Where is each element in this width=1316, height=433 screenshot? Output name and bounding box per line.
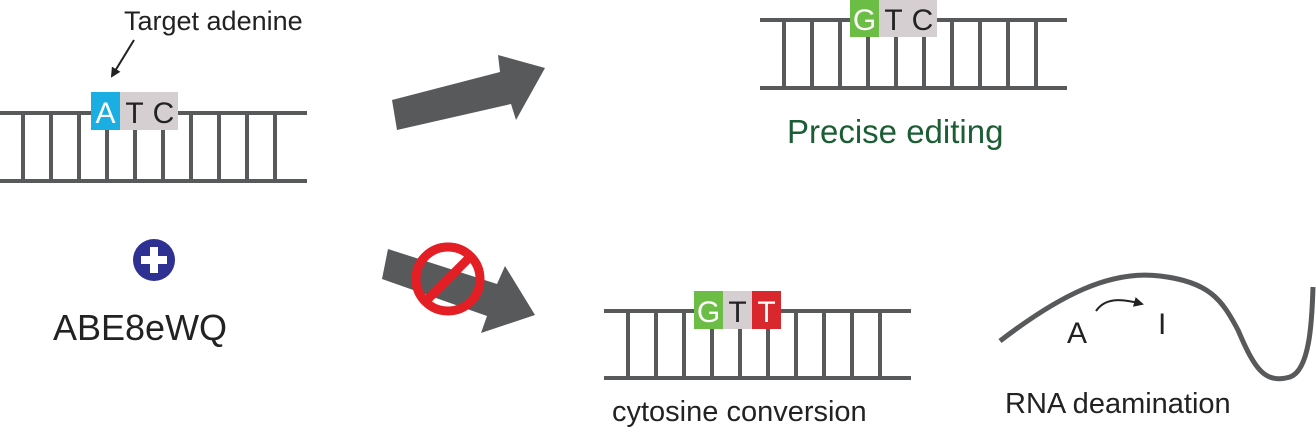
prohibited-icon xyxy=(411,242,485,316)
rna-to-base: I xyxy=(1158,308,1166,341)
base-cell: T xyxy=(879,0,908,37)
base-box xyxy=(908,0,937,37)
bystander-arrow xyxy=(382,249,535,333)
rna-from-base: A xyxy=(1067,317,1087,350)
target-adenine-label: Target adenine xyxy=(124,6,303,36)
base-letter: G xyxy=(697,296,720,329)
base-cell: G xyxy=(850,0,879,37)
base-letter: T xyxy=(728,296,746,329)
precise-arrow xyxy=(392,55,545,130)
base-cell: C xyxy=(908,0,937,37)
base-cell: T xyxy=(752,291,781,329)
base-cell: G xyxy=(694,291,723,329)
base-letter: T xyxy=(884,4,902,37)
base-box xyxy=(752,291,781,329)
rna-deamination-label: RNA deamination xyxy=(1005,388,1231,420)
base-box xyxy=(850,0,879,37)
cytosine-conversion-label: cytosine conversion xyxy=(612,396,867,428)
base-box xyxy=(91,92,120,130)
base-letter: T xyxy=(125,97,143,130)
base-cell: A xyxy=(91,92,120,130)
base-box xyxy=(694,291,723,329)
target-pointer-arrow xyxy=(110,39,135,78)
base-box xyxy=(149,92,178,130)
editor-name: ABE8eWQ xyxy=(53,307,227,348)
base-box xyxy=(120,92,149,130)
base-letter: A xyxy=(95,97,115,130)
base-cell: C xyxy=(149,92,178,130)
plus-circle-icon xyxy=(133,239,175,281)
base-box xyxy=(723,291,752,329)
rna-strand xyxy=(998,272,1316,382)
deamination-arrow xyxy=(1095,297,1144,312)
base-box xyxy=(879,0,908,37)
base-letter: C xyxy=(912,4,934,37)
base-letter: G xyxy=(853,4,876,37)
base-letter: C xyxy=(153,97,175,130)
base-letter: T xyxy=(757,296,775,329)
base-cell: T xyxy=(723,291,752,329)
precise-editing-label: Precise editing xyxy=(787,113,1003,150)
base-cell: T xyxy=(120,92,149,130)
